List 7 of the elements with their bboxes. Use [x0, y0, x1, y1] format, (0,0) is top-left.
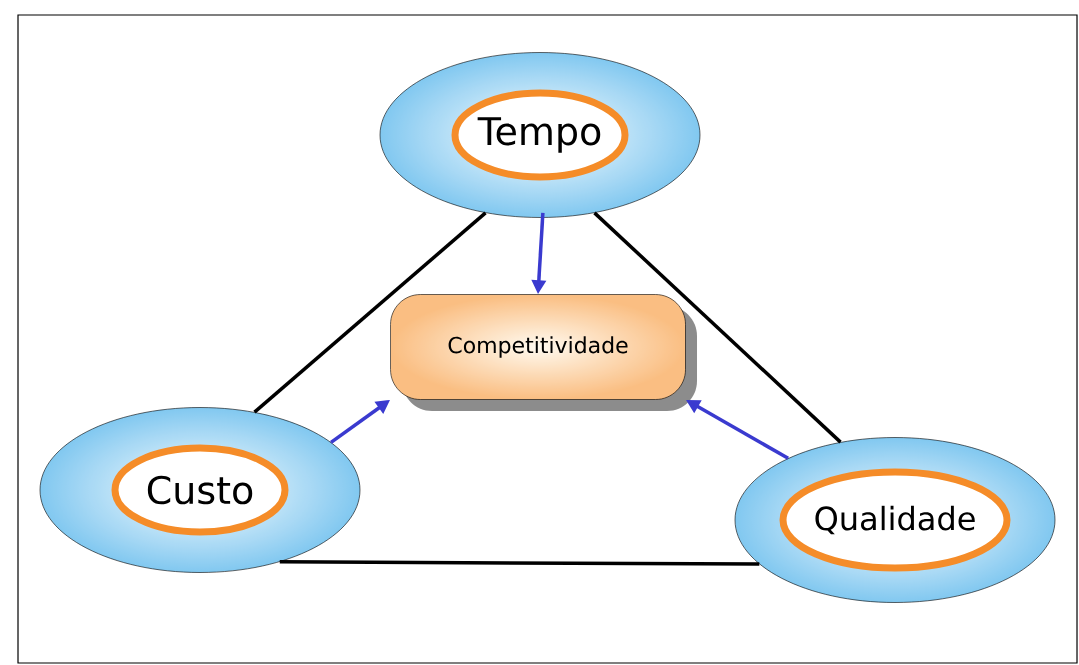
connector-line	[593, 211, 842, 444]
ellipse-node: Tempo	[379, 52, 701, 218]
ellipse-node: Qualidade	[734, 437, 1056, 603]
connector-line	[253, 211, 487, 414]
rounded-box: Competitividade	[390, 294, 686, 400]
connector-line	[279, 560, 760, 566]
ellipse-node: Custo	[39, 407, 361, 573]
